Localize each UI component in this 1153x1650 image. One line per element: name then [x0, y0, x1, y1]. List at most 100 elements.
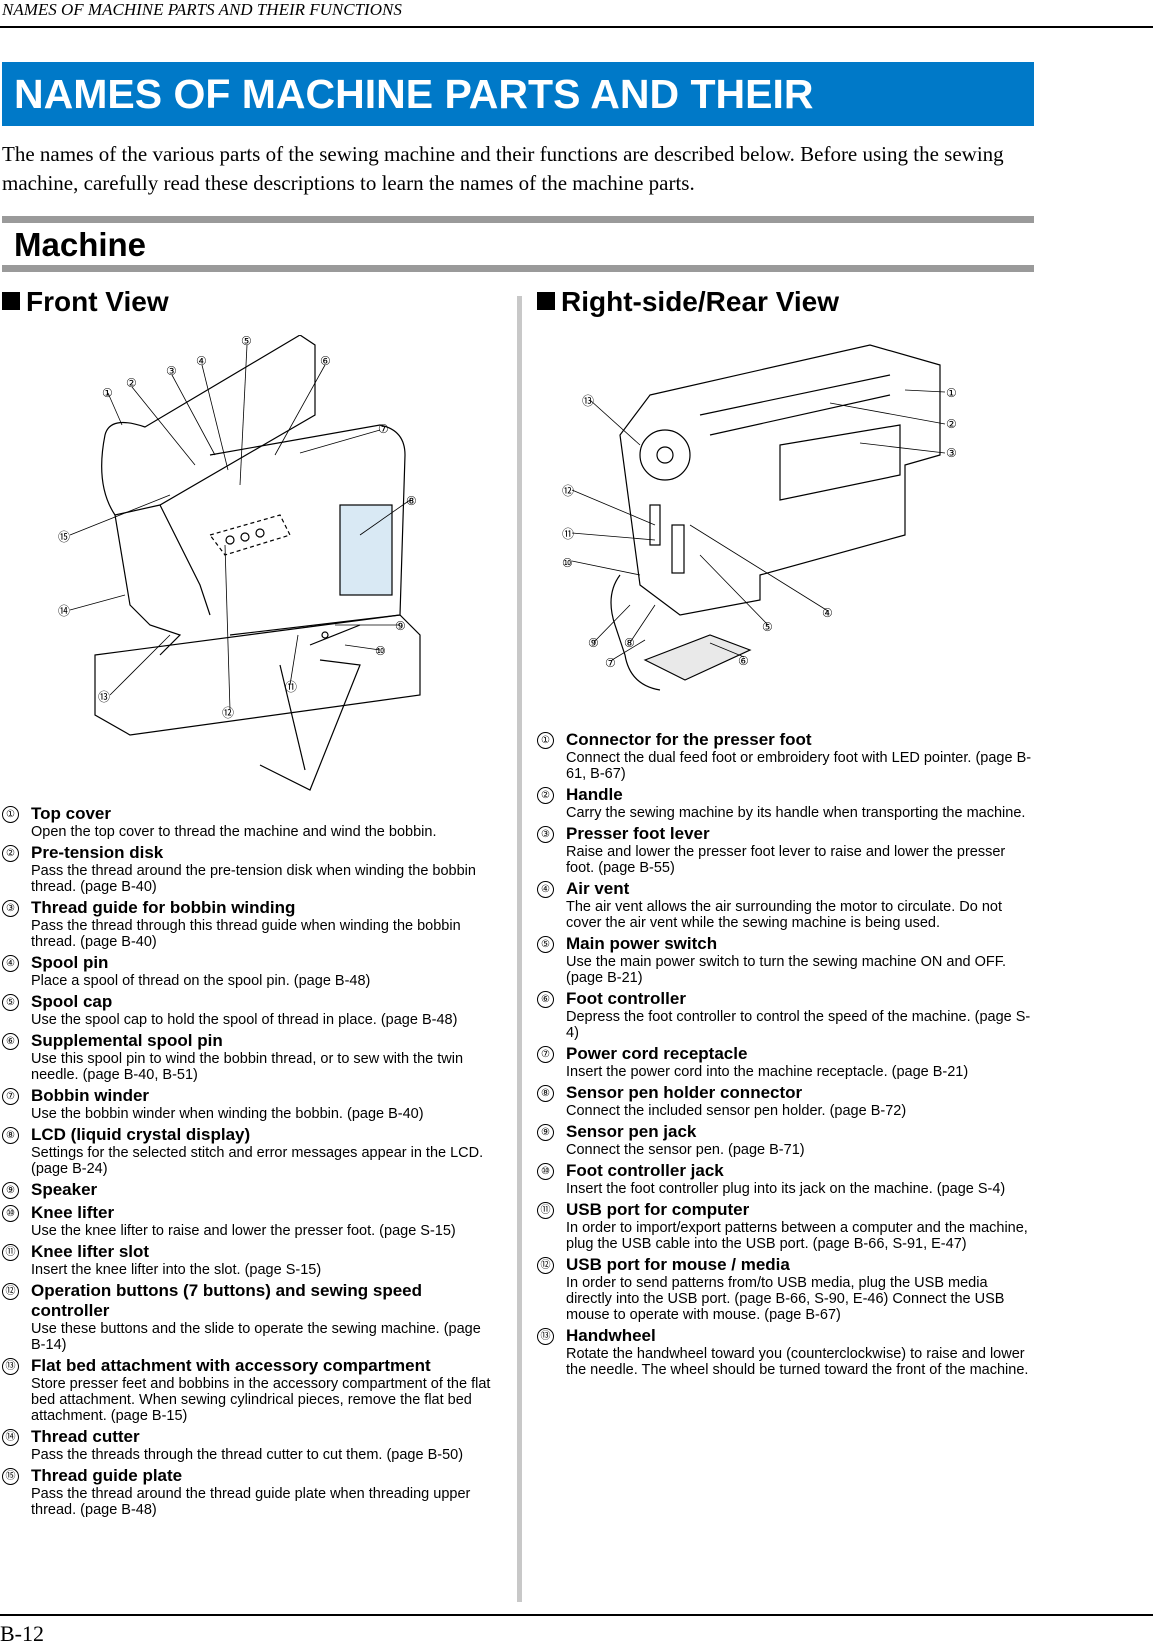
column-divider — [517, 296, 522, 1602]
part-name: Sensor pen holder connector — [566, 1083, 803, 1102]
rear-callout-8: ⑧ — [624, 636, 635, 650]
page-title: NAMES OF MACHINE PARTS AND THEIR FUNCTIO… — [2, 62, 1034, 181]
part-number: ③ — [537, 826, 554, 843]
section-title: Machine — [14, 226, 147, 263]
part-number: ⑤ — [537, 936, 554, 953]
part-name: Foot controller jack — [566, 1161, 724, 1180]
part-name: Flat bed attachment with accessory compa… — [31, 1356, 431, 1375]
part-name: USB port for mouse / media — [566, 1255, 790, 1274]
rear-view-illustration: ① ② ③ ④ ⑤ ⑥ ⑦ ⑧ ⑨ ⑩ ⑪ ⑫ ⑬ — [562, 344, 957, 691]
part-number: ⑥ — [537, 991, 554, 1008]
part-number: ⑦ — [537, 1046, 554, 1063]
leader-lines — [69, 344, 411, 711]
page-number: B-12 — [0, 1621, 44, 1646]
part-name: Thread guide for bobbin winding — [31, 898, 296, 917]
rear-callout-3: ③ — [946, 446, 957, 460]
part-description: Raise and lower the presser foot lever t… — [566, 844, 1006, 876]
part-description: Connect the sensor pen. (page B-71) — [566, 1142, 805, 1158]
front-view-illustration: ① ② ③ ④ ⑤ ⑥ ⑦ ⑧ ⑨ ⑩ ⑪ ⑫ ⑬ ⑭ ⑮ — [58, 335, 421, 791]
rear-callout-2: ② — [946, 417, 957, 431]
part-name: Foot controller — [566, 989, 686, 1008]
front-callout-4: ④ — [196, 354, 207, 368]
part-name: Thread guide plate — [31, 1466, 183, 1485]
part-number: ⑦ — [2, 1088, 19, 1105]
front-callout-7: ⑦ — [378, 422, 389, 436]
part-description: Store presser feet and bobbins in the ac… — [31, 1376, 491, 1424]
part-description: Insert the foot controller plug into its… — [566, 1181, 1006, 1197]
part-number: ④ — [2, 955, 19, 972]
part-description: Settings for the selected stitch and err… — [31, 1145, 484, 1177]
rear-callout-1: ① — [946, 386, 957, 400]
part-name: Sensor pen jack — [566, 1122, 697, 1141]
part-description: Place a spool of thread on the spool pin… — [31, 973, 371, 989]
part-description: In order to send patterns from/to USB me… — [566, 1275, 1005, 1323]
part-number: ⑩ — [2, 1205, 19, 1222]
part-item: ⑨ Speaker — [2, 1180, 496, 1200]
rear-callout-5: ⑤ — [762, 620, 773, 634]
part-name: Top cover — [31, 804, 111, 823]
front-callout-3: ③ — [166, 364, 177, 378]
rear-callout-10: ⑩ — [562, 556, 573, 570]
part-number: ⑪ — [2, 1244, 19, 1261]
part-name: Operation buttons (7 buttons) and sewing… — [31, 1281, 423, 1320]
part-name: Speaker — [31, 1180, 98, 1199]
rear-callout-9: ⑨ — [588, 636, 599, 650]
part-description: Pass the thread around the pre-tension d… — [31, 863, 476, 895]
part-description: Depress the foot controller to control t… — [566, 1009, 1031, 1041]
part-number: ① — [537, 732, 554, 749]
front-view-heading-text: Front View — [26, 286, 169, 317]
part-name: Spool pin — [31, 953, 109, 972]
rear-callout-12: ⑫ — [562, 484, 574, 498]
part-name: LCD (liquid crystal display) — [31, 1125, 251, 1144]
part-name: Connector for the presser foot — [566, 730, 812, 749]
part-number: ⑫ — [537, 1257, 554, 1274]
part-description: Pass the thread around the thread guide … — [31, 1486, 471, 1518]
rear-callout-7: ⑦ — [605, 656, 616, 670]
sewing-machine-front-drawing — [94, 335, 421, 791]
part-number: ⑧ — [537, 1085, 554, 1102]
part-description: The air vent allows the air surrounding … — [566, 899, 1003, 931]
rear-view-heading-text: Right-side/Rear View — [561, 286, 840, 317]
rear-callout-11: ⑪ — [562, 527, 574, 541]
part-name: Main power switch — [566, 934, 718, 953]
intro-paragraph: The names of the various parts of the se… — [2, 142, 1004, 195]
part-number: ⑨ — [2, 1182, 19, 1199]
part-number: ⑪ — [537, 1202, 554, 1219]
part-name: Air vent — [566, 879, 630, 898]
part-description: Use the bobbin winder when winding the b… — [31, 1106, 424, 1122]
sewing-machine-rear-drawing — [610, 344, 941, 691]
part-name: Knee lifter — [31, 1203, 115, 1222]
part-description: Insert the power cord into the machine r… — [566, 1064, 969, 1080]
front-callout-6: ⑥ — [320, 354, 331, 368]
part-description: Pass the thread through this thread guid… — [31, 918, 461, 950]
square-bullet-icon — [537, 292, 555, 310]
part-description: Connect the included sensor pen holder. … — [566, 1103, 907, 1119]
part-description: Use the knee lifter to raise and lower t… — [31, 1223, 456, 1239]
part-number: ② — [2, 845, 19, 862]
part-number: ③ — [2, 900, 19, 917]
front-callout-10: ⑩ — [375, 644, 386, 658]
part-name: Knee lifter slot — [31, 1242, 150, 1261]
part-number: ⑧ — [2, 1127, 19, 1144]
part-number: ⑩ — [537, 1163, 554, 1180]
part-description: Carry the sewing machine by its handle w… — [566, 805, 1026, 821]
front-callout-8: ⑧ — [406, 494, 417, 508]
part-name: Handwheel — [566, 1326, 656, 1345]
